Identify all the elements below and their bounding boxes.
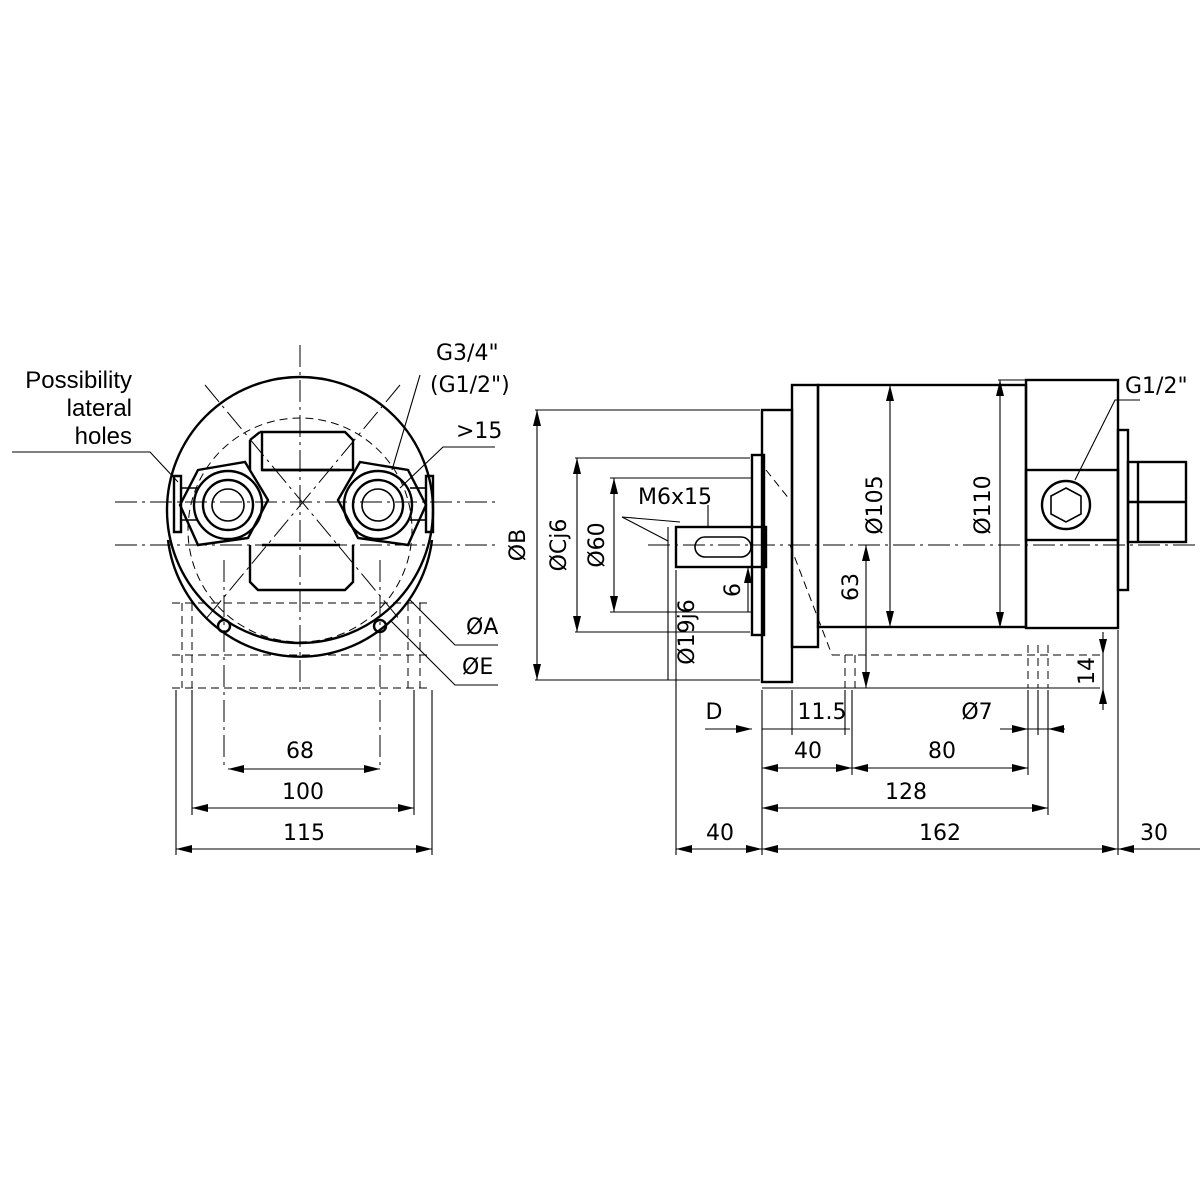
side-view [621,378,1200,689]
label-dia-b: ØB [506,529,531,561]
label-dia-110: Ø110 [971,475,996,534]
label-lateral-1: Possibility [25,367,132,394]
labels: Possibility lateral holes G3/4" (G1/2") … [25,341,1187,846]
label-dim-115: 115 [283,821,325,846]
drain-port [1040,479,1092,531]
label-dim-128: 128 [885,780,927,805]
label-dia-105: Ø105 [863,475,888,534]
front-dimensions [175,690,433,855]
label-dim-14: 14 [1075,657,1100,685]
label-dim-d: D [706,700,723,725]
label-thread: M6x15 [638,485,712,510]
label-dia-7: Ø7 [961,700,992,725]
label-dim-68: 68 [286,739,314,764]
label-dim-40b: 40 [706,821,734,846]
label-dim-80: 80 [928,739,956,764]
label-dim-30: 30 [1140,821,1168,846]
lateral-lug-right [424,474,435,534]
label-dia-60: Ø60 [585,522,610,567]
label-dim-40a: 40 [794,739,822,764]
body-arc [166,539,434,658]
label-dim-100: 100 [282,780,324,805]
label-port-depth: >15 [456,419,502,444]
label-dim-6: 6 [721,583,746,597]
port-right [336,460,428,547]
cover-bottom [248,545,355,592]
end-cover [1024,378,1120,630]
shaft-key [694,536,752,558]
label-drain-port: G1/2" [1125,374,1188,399]
label-port-alt: (G1/2") [430,373,510,398]
label-port-main: G3/4" [436,341,499,366]
label-dim-63: 63 [839,573,864,601]
label-dia-c: ØCj6 [547,519,572,572]
label-lateral-3: holes [75,423,132,450]
lateral-lug-left [172,474,183,534]
front-view [12,345,498,770]
label-dia-shaft: Ø19j6 [675,599,700,664]
label-dim-162: 162 [919,821,961,846]
label-dia-a: ØA [466,615,498,640]
label-dia-e: ØE [462,655,493,680]
shaft [674,525,768,569]
side-dimensions [533,379,1200,855]
port-left [178,460,270,547]
label-dim-11-5: 11.5 [798,700,847,725]
spigot [750,453,766,637]
cover-top [260,430,355,472]
label-lateral-2: lateral [67,395,132,422]
